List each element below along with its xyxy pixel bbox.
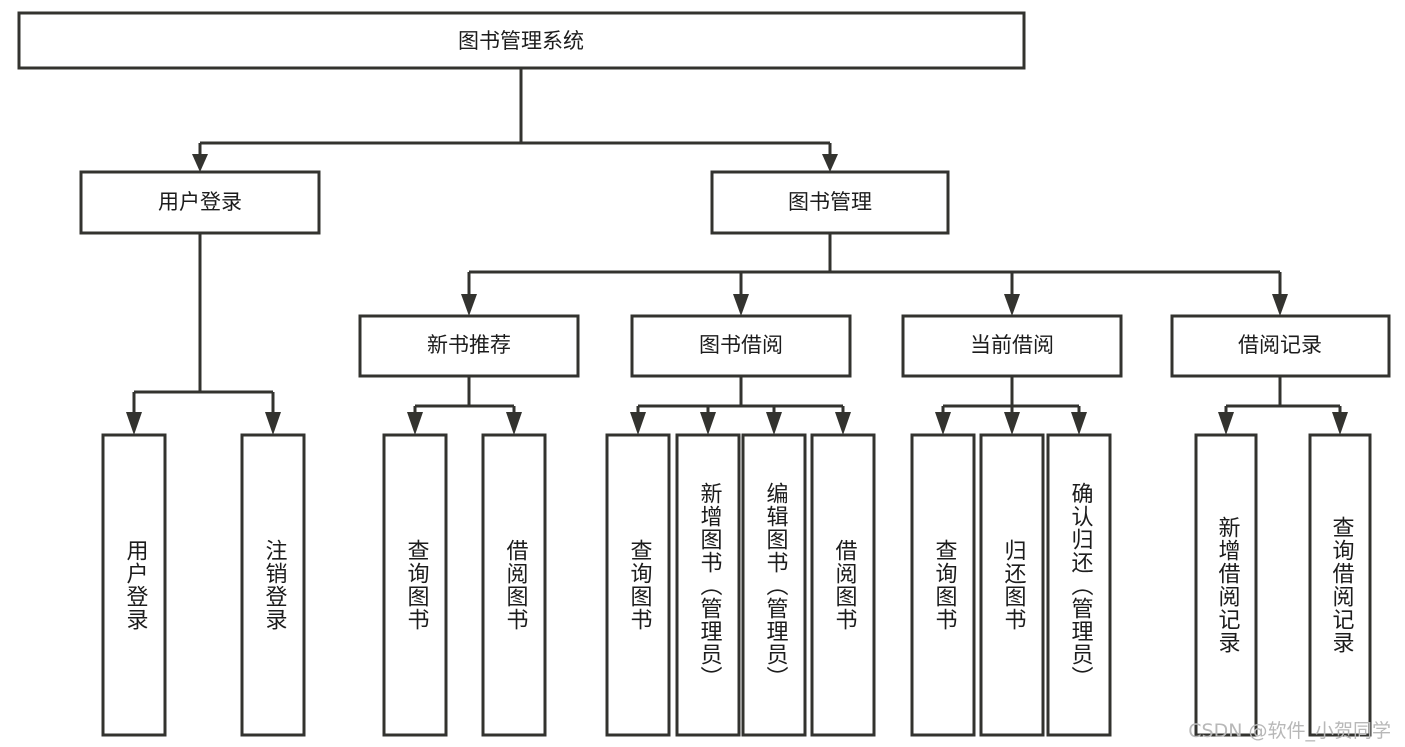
leaf-box-return-book[interactable]	[979, 433, 1045, 737]
borrow-record-label: 借阅记录	[1238, 333, 1322, 357]
new-book-recommend-label: 新书推荐	[427, 333, 511, 357]
arrow-to-borrow	[733, 294, 749, 316]
borrow-record-box[interactable]	[1170, 314, 1391, 378]
arrow-to-current	[1004, 294, 1020, 316]
arrow-leaf-return-book	[1004, 412, 1020, 435]
arrow-leaf-user-login	[126, 412, 142, 435]
leaf-box-add-record[interactable]	[1194, 433, 1258, 737]
root-box[interactable]	[17, 11, 1026, 70]
arrow-leaf-query-record	[1332, 412, 1348, 435]
arrow-leaf-confirm-return	[1071, 412, 1087, 435]
arrow-leaf-add-book	[700, 412, 716, 435]
leaf-box-query-book-3[interactable]	[910, 433, 976, 737]
arrow-leaf-add-record	[1218, 412, 1234, 435]
arrow-leaf-query-book-1	[407, 412, 423, 435]
book-management-label: 图书管理	[788, 190, 872, 214]
new-book-recommend-box[interactable]	[358, 314, 580, 378]
arrow-to-newbook	[461, 294, 477, 316]
node-current-borrow[interactable]: 当前借阅	[901, 314, 1123, 378]
user-login-label: 用户登录	[158, 190, 242, 214]
node-book-borrow[interactable]: 图书借阅	[630, 314, 852, 378]
csdn-watermark: CSDN @软件_小贺同学	[1188, 720, 1391, 742]
leaf-box-query-book-1[interactable]	[382, 433, 448, 737]
leaf-box-edit-book[interactable]	[741, 433, 807, 737]
leaf-box-add-book[interactable]	[675, 433, 741, 737]
node-book-management[interactable]: 图书管理	[710, 170, 950, 235]
book-borrow-box[interactable]	[630, 314, 852, 378]
arrow-to-user-login	[192, 154, 208, 172]
leaf-box-borrow-book-2[interactable]	[810, 433, 876, 737]
book-borrow-label: 图书借阅	[699, 333, 783, 357]
arrow-to-record	[1272, 294, 1288, 316]
book-management-box[interactable]	[710, 170, 950, 235]
node-user-login[interactable]: 用户登录	[79, 170, 321, 235]
arrow-leaf-edit-book	[766, 412, 782, 435]
leaf-box-borrow-book-1[interactable]	[481, 433, 547, 737]
root-label: 图书管理系统	[458, 29, 584, 53]
leaf-box-query-book-2[interactable]	[605, 433, 671, 737]
node-new-book-recommend[interactable]: 新书推荐	[358, 314, 580, 378]
arrow-leaf-logout	[265, 412, 281, 435]
current-borrow-box[interactable]	[901, 314, 1123, 378]
arrow-leaf-borrow-book-2	[835, 412, 851, 435]
leaf-box-confirm-return[interactable]	[1046, 433, 1112, 737]
arrow-leaf-query-book-2	[630, 412, 646, 435]
leaf-box-query-record[interactable]	[1308, 433, 1372, 737]
leaf-box-group	[101, 433, 1372, 737]
leaf-box-user-login[interactable]	[101, 433, 167, 737]
arrow-leaf-query-book-3	[935, 412, 951, 435]
arrow-leaf-borrow-book-1	[506, 412, 522, 435]
current-borrow-label: 当前借阅	[970, 333, 1054, 357]
user-login-box[interactable]	[79, 170, 321, 235]
connector-group	[126, 68, 1348, 435]
node-root-system[interactable]: 图书管理系统	[17, 11, 1026, 70]
node-borrow-record[interactable]: 借阅记录	[1170, 314, 1391, 378]
arrow-to-book-manage	[822, 154, 838, 172]
leaf-box-logout[interactable]	[240, 433, 306, 737]
